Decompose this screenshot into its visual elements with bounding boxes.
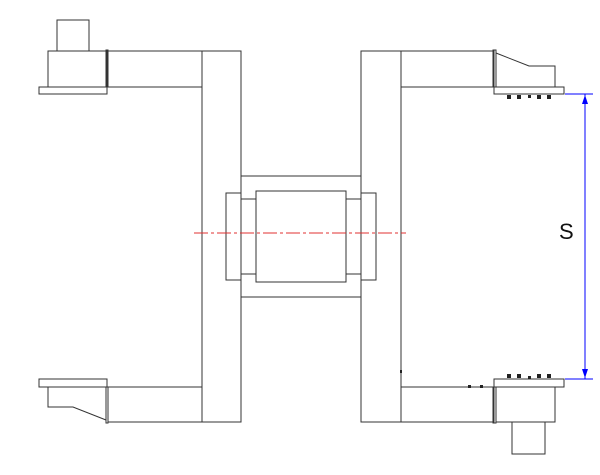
left-column (201, 50, 242, 423)
left-top-arm (107, 50, 203, 88)
flange (105, 386, 109, 424)
bolts (507, 95, 551, 99)
arrow-up-icon (582, 95, 588, 104)
motor (56, 19, 90, 52)
gearbox (47, 387, 107, 421)
right-top-arm (400, 50, 495, 88)
left-top-drive (38, 19, 109, 95)
dimension-label: S (559, 219, 574, 244)
motor (511, 421, 546, 455)
right-step (345, 198, 362, 275)
base-plate (493, 378, 565, 388)
base-plate (38, 378, 108, 388)
base-plate (38, 86, 108, 95)
dimension-s (565, 93, 593, 380)
left-step (240, 198, 257, 275)
arrow-down-icon (582, 369, 588, 378)
left-bottom-arm (107, 386, 203, 423)
right-bottom-arm (400, 386, 495, 423)
gearbox (495, 386, 556, 423)
center-block (240, 175, 362, 298)
right-top-drive (492, 49, 565, 99)
right-bottom-drive (400, 370, 565, 455)
gearbox (495, 52, 556, 87)
right-side-block (360, 192, 377, 281)
left-bottom-drive (38, 378, 109, 424)
center-coupling (225, 175, 377, 298)
center-square (255, 190, 347, 283)
base-plate (493, 86, 565, 95)
right-column (360, 50, 402, 423)
flange (492, 386, 497, 424)
gearbox (47, 50, 108, 88)
left-side-block (225, 192, 242, 281)
bolts (400, 370, 551, 388)
